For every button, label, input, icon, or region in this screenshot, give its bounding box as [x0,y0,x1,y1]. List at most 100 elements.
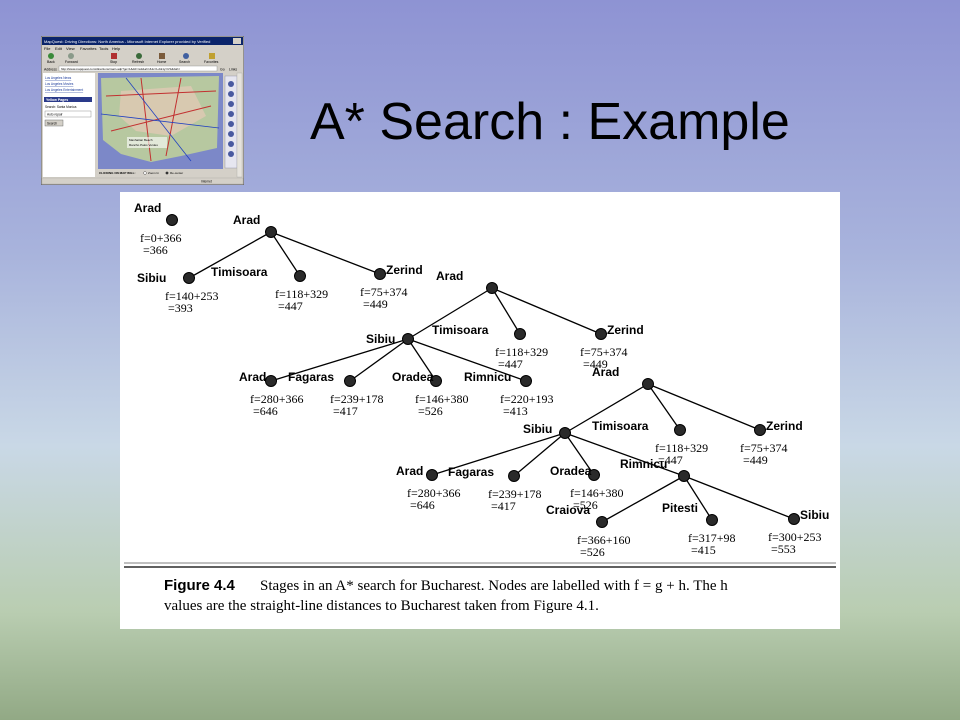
thumb-search-label: Search [179,60,190,64]
thumb-menu-edit[interactable]: Edit [55,46,63,51]
tree-node [508,470,520,482]
figure-caption-line1: Stages in an A* search for Bucharest. No… [260,578,728,594]
thumb-radio-recenter-label: Re-center [170,171,183,175]
thumb-menu-bar: File Edit View Favorites Tools Help [44,46,121,51]
thumb-menu-tools[interactable]: Tools [99,46,108,51]
tree-edge [513,432,566,477]
node-name-label: Zerind [607,323,644,337]
node-name-label: Sibiu [137,271,166,285]
astar-tree-diagram: Aradf=0+366=366AradSibiuf=140+253=393Tim… [124,201,836,614]
node-name-label: Arad [134,201,161,215]
thumb-map-highways [100,77,220,162]
node-name-label: Arad [436,269,463,283]
thumb-category-select-value: Auto repair [47,113,64,117]
node-f-value: =526 [418,404,443,418]
node-f-formula: f=118+329 [495,345,548,359]
thumb-radio-recenter[interactable] [165,171,169,175]
thumb-go-button[interactable]: Go [220,68,225,72]
node-f-formula: f=0+366 [140,231,182,245]
node-name-label: Timisoara [592,419,649,433]
thumb-favorites-label: Favorites [204,60,219,64]
tree-edge [683,475,713,521]
thumb-back-label: Back [47,60,55,64]
tree-node [166,214,178,226]
thumb-search-button-label: Search [47,122,57,126]
node-name-label: Oradea [392,370,434,384]
node-f-value: =447 [658,453,683,467]
thumb-radio-zoom-label: Zoom In [148,171,159,175]
node-f-value: =526 [573,498,598,512]
thumb-map-nav-controls[interactable] [224,75,238,169]
node-f-value: =447 [498,357,523,371]
thumb-menu-view[interactable]: View [66,46,75,51]
thumb-refresh-icon[interactable] [136,53,142,59]
thumb-link-entertainment[interactable]: Los Angeles Entertainment [45,88,83,92]
tree-node [183,272,195,284]
figure-caption-line2: values are the straight-line distances t… [164,598,599,614]
node-f-value: =553 [771,542,796,556]
thumb-status-text: Internet [201,180,212,184]
tree-node [426,469,438,481]
thumb-search-icon[interactable] [183,53,189,59]
thumb-yellow-pages-header-bg [44,97,92,102]
thumb-address-label: Address [44,68,57,72]
node-f-formula: f=366+160 [577,533,631,547]
thumb-menu-favorites[interactable]: Favorites [80,46,96,51]
node-f-value: =449 [363,297,388,311]
tree-edge [407,338,437,382]
tree-edge [491,287,602,335]
tree-node [430,375,442,387]
tree-edge [491,287,521,335]
thumb-favorites-icon[interactable] [209,53,215,59]
node-name-label: Timisoara [432,323,489,337]
thumb-map-click-label: CLICKING ON MAP WILL: [99,171,135,175]
node-f-formula: f=75+374 [740,441,788,455]
thumb-link-movies[interactable]: Los Angeles Movies [45,82,74,86]
node-name-label: Rimnicu [620,457,667,471]
thumb-address-input[interactable] [58,65,218,72]
thumb-address-value: http://www.mapquest.com/directions/main.… [61,67,180,71]
node-f-formula: f=146+380 [415,392,469,406]
node-name-label: Arad [233,213,260,227]
tree-node [588,469,600,481]
node-f-value: =366 [143,243,168,257]
node-f-value: =447 [278,299,303,313]
thumb-stop-icon[interactable] [111,53,117,59]
tree-node [294,270,306,282]
thumb-radio-zoom[interactable] [143,171,147,175]
node-f-formula: f=280+366 [407,486,461,500]
tree-node [559,427,571,439]
thumb-menu-help[interactable]: Help [112,46,121,51]
node-f-formula: f=75+374 [580,345,628,359]
figure-caption-label: Figure 4.4 [164,577,236,594]
thumb-window-title: MapQuest: Driving Directions: North Amer… [44,39,210,44]
node-f-formula: f=75+374 [360,285,408,299]
tree-edge [601,475,685,523]
tree-edge [431,432,566,476]
tree-edge [683,475,795,520]
thumb-menu-file[interactable]: File [44,46,51,51]
thumb-search-button[interactable] [44,119,64,127]
thumb-links-label[interactable]: Links [229,68,237,72]
node-f-formula: f=118+329 [275,287,328,301]
thumb-link-news[interactable]: Los Angeles News [45,76,72,80]
node-f-value: =646 [253,404,278,418]
thumb-status-bar [41,177,244,185]
thumb-forward-icon[interactable] [68,53,74,59]
thumb-home-label: Home [157,60,166,64]
thumb-category-select[interactable] [44,110,92,118]
thumb-close-button[interactable] [233,38,241,44]
node-f-value: =393 [168,301,193,315]
thumb-toolbar: Back Forward Stop Refresh Home Search Fa… [47,53,219,64]
thumb-title-bar [42,37,243,45]
thumb-scrollbar[interactable] [236,72,243,178]
tree-edge [647,383,681,431]
tree-edge [270,231,301,277]
tree-node [596,516,608,528]
tree-node [374,268,386,280]
thumb-home-icon[interactable] [159,53,165,59]
node-name-label: Zerind [766,419,803,433]
node-f-formula: f=317+98 [688,531,736,545]
thumb-back-icon[interactable] [48,53,54,59]
node-f-formula: f=140+253 [165,289,219,303]
